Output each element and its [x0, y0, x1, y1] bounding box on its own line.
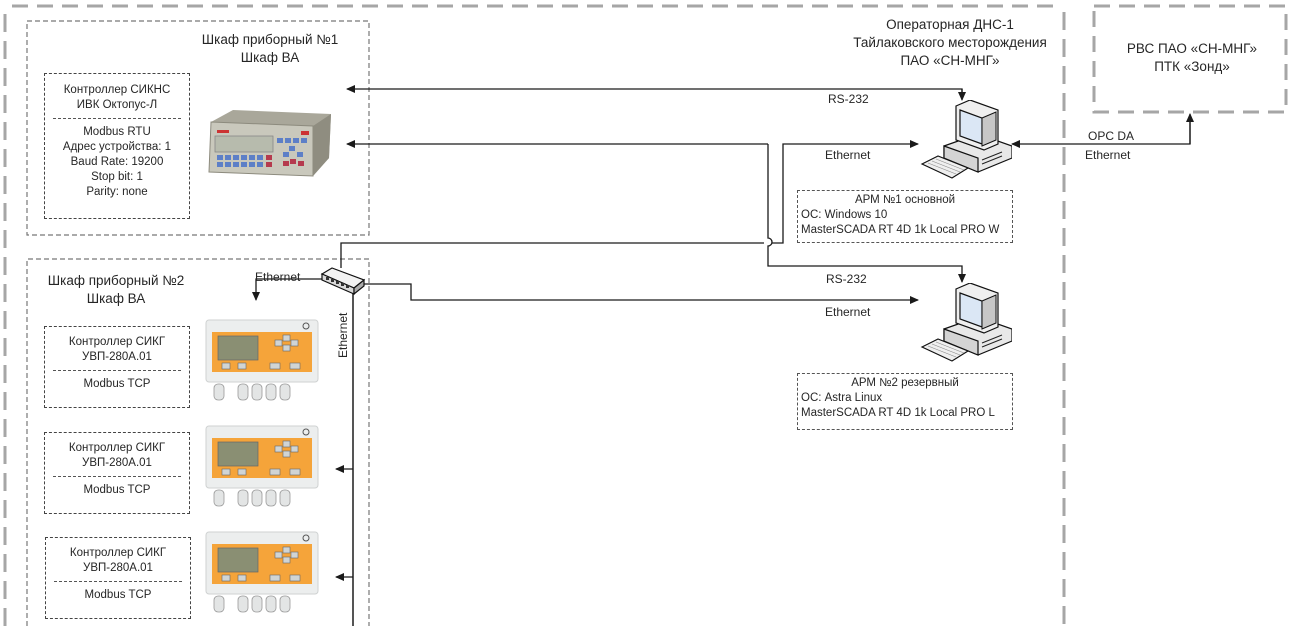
sikns-address: Адрес устройства: 1 [62, 141, 172, 153]
sikg-model: УВП-280А.01 [82, 457, 152, 469]
sikns-stopbit: Stop bit: 1 [91, 171, 143, 183]
arm2-os: ОС: Astra Linux [801, 392, 883, 404]
controller-sikg-box: Контроллер СИКГ УВП-280А.01 Modbus TCP [44, 432, 190, 514]
sikg-model: УВП-280А.01 [83, 562, 153, 574]
divider [53, 370, 181, 371]
external-system-title: РВС ПАО «СН-МНГ» ПТК «Зонд» [1100, 40, 1284, 76]
arm2-info-box: АРМ №2 резервный ОС: Astra Linux MasterS… [797, 373, 1013, 430]
label-ethernet-arm2: Ethernet [825, 305, 871, 319]
label-opc-ethernet: Ethernet [1085, 148, 1131, 162]
operator-room-title: Операторная ДНС-1 Тайлаковского месторож… [800, 16, 1100, 70]
label-bus-ethernet: Ethernet [336, 313, 351, 358]
sikg-model: УВП-280А.01 [82, 351, 152, 363]
sikg-name: Контроллер СИКГ [68, 442, 166, 454]
cabinet1-line1: Шкаф приборный №1 [201, 32, 339, 47]
label-rs232-arm2: RS-232 [826, 272, 867, 286]
link-ethernet-arm1 [340, 144, 918, 268]
operator-room-line3: ПАО «СН-МНГ» [900, 53, 1000, 68]
arm1-title: АРМ №1 основной [854, 194, 956, 206]
desktop-computer-icon [920, 100, 1012, 179]
arm1-info-box: АРМ №1 основной ОС: Windows 10 MasterSCA… [797, 190, 1013, 243]
sikns-model: ИВК Октопус-Л [76, 99, 158, 111]
controller-sikg-box: Контроллер СИКГ УВП-280А.01 Modbus TCP [45, 537, 191, 619]
sikns-parity: Parity: none [86, 186, 148, 198]
arm1-os: ОС: Windows 10 [801, 209, 888, 221]
sikg-protocol: Modbus TCP [83, 378, 151, 390]
operator-room-line2: Тайлаковского месторождения [853, 35, 1047, 50]
sikg-name: Контроллер СИКГ [68, 336, 166, 348]
sikg-protocol: Modbus TCP [84, 589, 152, 601]
sikg-protocol: Modbus TCP [83, 484, 151, 496]
sikns-baud: Baud Rate: 19200 [70, 156, 164, 168]
external-system-line2: ПТК «Зонд» [1154, 59, 1230, 74]
cabinet1-title: Шкаф приборный №1 Шкаф ВА [180, 31, 360, 67]
cabinet2-title: Шкаф приборный №2 Шкаф ВА [36, 272, 196, 308]
cabinet2-line1: Шкаф приборный №2 [47, 273, 185, 288]
arm2-title: АРМ №2 резервный [851, 377, 959, 389]
desktop-computer-icon [920, 283, 1012, 362]
sikns-name: Контроллер СИКНС [63, 84, 171, 96]
label-rs232-arm1: RS-232 [828, 92, 869, 106]
link-ethernet-arm2 [364, 283, 919, 304]
uvp-controller-device-icon [205, 425, 319, 507]
controller-sikg-box: Контроллер СИКГ УВП-280А.01 Modbus TCP [44, 326, 190, 408]
cabinet2-line2: Шкаф ВА [86, 291, 146, 306]
divider [53, 118, 181, 119]
cabinet2-zone [26, 258, 370, 626]
link-rs232-arm2 [767, 144, 966, 283]
label-bus-ethernet-text: Ethernet [336, 312, 350, 358]
link-rs232-arm1 [346, 85, 963, 99]
external-system-line1: РВС ПАО «СН-МНГ» [1126, 41, 1258, 56]
cabinet1-line2: Шкаф ВА [240, 50, 300, 65]
arm2-software: MasterSCADA RT 4D 1k Local PRO L [801, 407, 995, 419]
controller-sikns-box: Контроллер СИКНС ИВК Октопус-Л Modbus RT… [44, 73, 190, 219]
network-switch-icon [320, 267, 366, 296]
sikns-protocol: Modbus RTU [83, 126, 151, 138]
cabinet1-zone [26, 20, 370, 236]
uvp-controller-device-icon [205, 531, 319, 613]
operator-room-line1: Операторная ДНС-1 [886, 17, 1014, 32]
arm1-software: MasterSCADA RT 4D 1k Local PRO W [801, 224, 1000, 236]
divider [53, 476, 181, 477]
operator-room-zone [3, 4, 1066, 626]
divider [54, 581, 182, 582]
octopus-controller-device-icon [208, 110, 331, 177]
label-ethernet-arm1: Ethernet [825, 148, 871, 162]
label-switch-ethernet: Ethernet [255, 270, 301, 284]
sikg-name: Контроллер СИКГ [69, 547, 167, 559]
label-opc-da: OPC DA [1088, 129, 1135, 143]
uvp-controller-device-icon [205, 319, 319, 401]
link-switch-left [252, 278, 322, 301]
